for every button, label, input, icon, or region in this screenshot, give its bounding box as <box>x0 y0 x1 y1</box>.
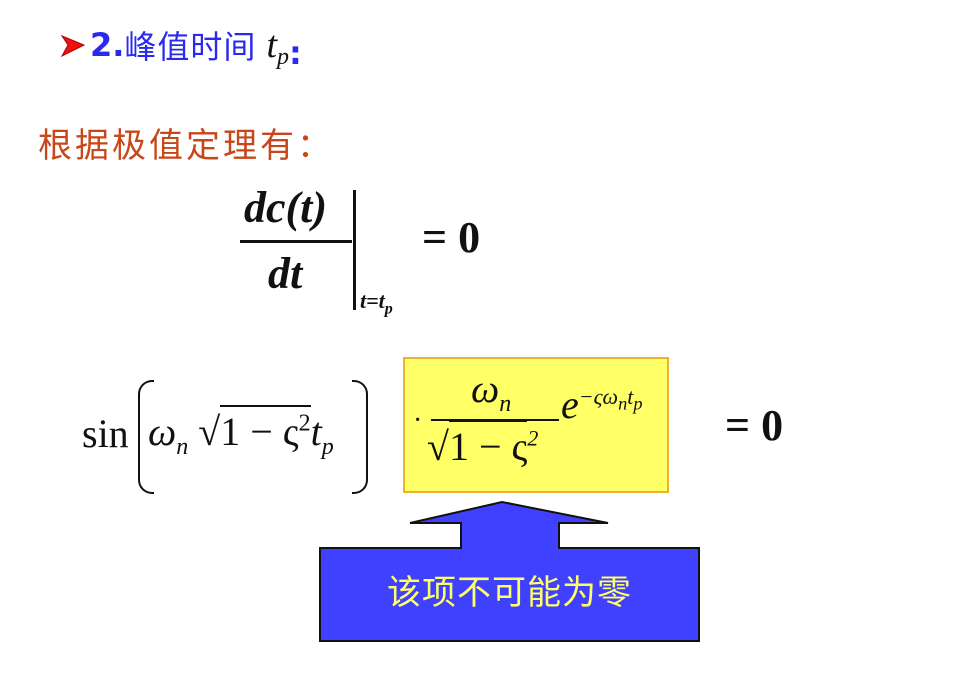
sin-function: sin <box>82 411 129 456</box>
equals-zero: = 0 <box>422 213 481 262</box>
factor-denominator: √1 − ς2 <box>427 420 538 470</box>
derivative-denominator: dt <box>268 249 303 298</box>
evaluation-point: t=tp <box>360 288 393 318</box>
factor-numerator: ωn <box>471 366 512 417</box>
subheading: 根据极值定理有： <box>38 126 334 166</box>
evaluation-bar <box>353 190 356 310</box>
up-arrow-callout-icon <box>319 500 700 642</box>
arrowhead-bullet-icon <box>60 34 86 58</box>
fraction-bar <box>240 240 352 243</box>
sin-argument: ωn √1 − ς2tp <box>148 405 334 461</box>
highlighted-factor: · ωn √1 − ς2 e−ςωntp <box>403 357 669 493</box>
section-title: 峰值时间 <box>124 28 257 66</box>
equals-zero-2: = 0 <box>725 401 784 450</box>
right-paren <box>352 380 368 494</box>
heading-colon: : <box>289 34 302 72</box>
left-paren <box>138 380 154 494</box>
callout-text: 该项不可能为零 <box>387 573 632 613</box>
derivative-numerator: dc(t) <box>244 183 328 232</box>
exponential-term: e−ςωntp <box>561 382 643 427</box>
factor-fraction-bar <box>431 419 559 421</box>
section-number: 2. <box>90 26 125 64</box>
derivative-equation: dc(t) dt t=tp = 0 <box>240 178 520 328</box>
symbol-t: t <box>266 24 277 66</box>
symbol-sub-p: p <box>277 43 289 70</box>
multiply-dot: · <box>413 405 423 436</box>
